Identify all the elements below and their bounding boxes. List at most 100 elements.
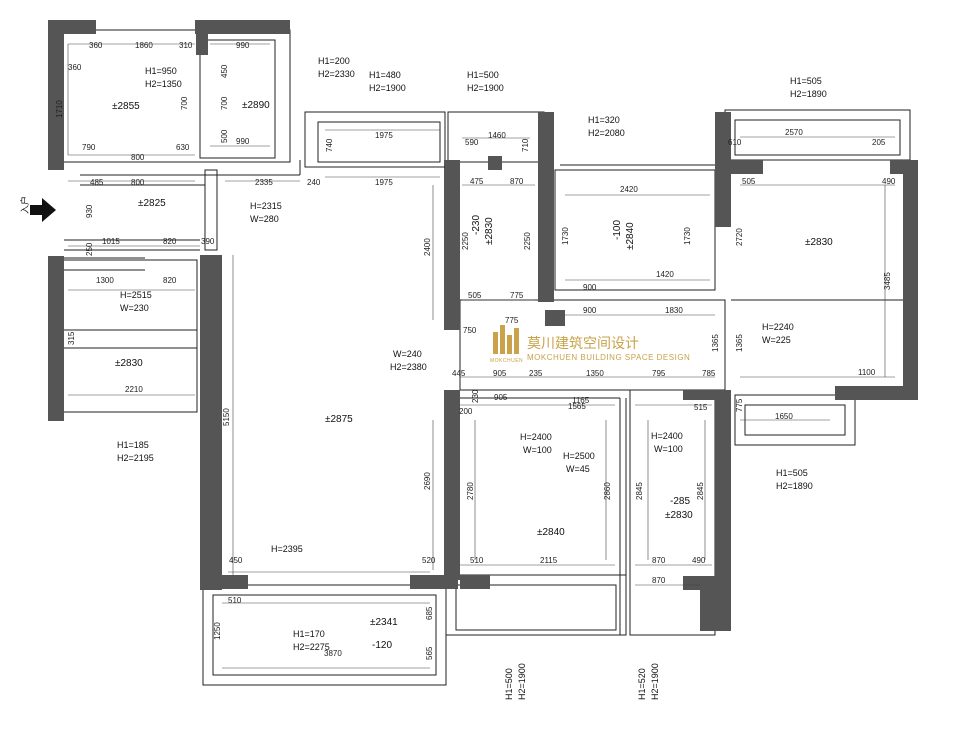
dim-205: 205 (872, 138, 886, 147)
label-w480-h2: H2=1900 (369, 83, 406, 93)
dim-710: 710 (521, 138, 530, 152)
dim-1165: 1165 (572, 396, 590, 405)
dim-775c: 775 (735, 398, 744, 412)
dim-310: 310 (179, 41, 193, 50)
dim-565: 565 (425, 646, 434, 660)
dim-2400: 2400 (423, 238, 432, 256)
dim-2720: 2720 (735, 228, 744, 246)
dim-250: 250 (85, 242, 94, 256)
dim-485: 485 (90, 178, 104, 187)
dim-2115: 2115 (540, 556, 558, 565)
dim-315: 315 (67, 331, 76, 345)
dim-445: 445 (452, 369, 466, 378)
dim-610: 610 (728, 138, 742, 147)
label-tl-h1: H1=950 (145, 66, 177, 76)
dim-1650: 1650 (775, 412, 793, 421)
dim-475: 475 (470, 177, 484, 186)
dim-1565: 1565 (568, 402, 586, 411)
watermark-logo-text: MOKCHUEN (490, 358, 523, 364)
label-w500-h2: H2=1900 (467, 83, 504, 93)
dim-1830: 1830 (665, 306, 683, 315)
label-d2400a-h: H=2400 (520, 432, 552, 442)
label-d2315-h: H=2315 (250, 201, 282, 211)
label-w500b-h1: H1=500 (504, 668, 514, 700)
dim-360b: 360 (68, 63, 82, 72)
watermark-en: MOKCHUEN BUILDING SPACE DESIGN (527, 353, 690, 362)
dim-2845b: 2845 (696, 482, 705, 500)
label-w505b-h2: H2=1890 (776, 481, 813, 491)
dim-990a: 990 (236, 41, 250, 50)
level-small-bath-minus: -285 (670, 496, 690, 507)
label-d2500-h: H=2500 (563, 451, 595, 461)
label-d2240-w: W=225 (762, 335, 791, 345)
dim-775a: 775 (510, 291, 524, 300)
level-living: ±2875 (325, 414, 353, 425)
thin-outlines (61, 29, 911, 686)
dim-450b: 450 (229, 556, 243, 565)
dim-2860: 2860 (603, 482, 612, 500)
label-d2400b-w: W=100 (654, 444, 683, 454)
dim-790: 790 (82, 143, 96, 152)
level-topleft-room: ±2855 (112, 101, 140, 112)
label-w520-h2: H2=1900 (650, 663, 660, 700)
dim-500: 500 (220, 129, 229, 143)
dim-795: 795 (652, 369, 666, 378)
dim-510a: 510 (470, 556, 484, 565)
level-bath-top: ±2830 (484, 217, 495, 245)
level-topleft-small: ±2890 (242, 100, 270, 111)
dim-1975b: 1975 (375, 178, 393, 187)
level-balcony: ±2341 (370, 617, 398, 628)
dim-2690: 2690 (423, 472, 432, 490)
label-d2400b-h: H=2400 (651, 431, 683, 441)
label-w505t-h2: H2=1890 (790, 89, 827, 99)
dim-490a: 490 (882, 177, 896, 186)
dim-1860: 1860 (135, 41, 153, 50)
dim-2335: 2335 (255, 178, 273, 187)
opening-labels: H1=950 H2=1350 H1=200 H2=2330 H1=480 H2=… (117, 56, 827, 700)
dim-700b: 700 (220, 96, 229, 110)
label-d2315-w: W=280 (250, 214, 279, 224)
dim-2210: 2210 (125, 385, 143, 394)
dim-1975a: 1975 (375, 131, 393, 140)
level-kitchen: ±2840 (625, 222, 636, 250)
label-w200-h2: H2=2330 (318, 69, 355, 79)
dim-740: 740 (325, 138, 334, 152)
dim-1420: 1420 (656, 270, 674, 279)
label-b170-h2: H2=2275 (293, 642, 330, 652)
dim-820b: 820 (163, 276, 177, 285)
entrance-marker: 入户 (19, 196, 56, 222)
dim-870c: 870 (652, 576, 666, 585)
dim-235: 235 (529, 369, 543, 378)
dim-3870: 3870 (324, 649, 342, 658)
dim-505b: 505 (742, 177, 756, 186)
dimension-lines (67, 43, 895, 669)
label-w505b-h1: H1=505 (776, 468, 808, 478)
label-d2400a-w: W=100 (523, 445, 552, 455)
dimension-text: 1860 990 990 360 310 360 1710 790 800 63… (55, 41, 896, 660)
level-left-room: ±2830 (115, 358, 143, 369)
dim-700a: 700 (180, 96, 189, 110)
label-w500-h1: H1=500 (467, 70, 499, 80)
dim-785: 785 (702, 369, 716, 378)
label-d240-h2: H2=2380 (390, 362, 427, 372)
dim-820a: 820 (163, 237, 177, 246)
dim-2250a: 2250 (461, 232, 470, 250)
dim-240: 240 (307, 178, 321, 187)
dim-490b: 490 (692, 556, 706, 565)
dim-1350: 1350 (586, 369, 604, 378)
level-bath-top-minus: -230 (471, 215, 482, 235)
level-middle-bedroom: ±2840 (537, 527, 565, 538)
dim-930: 930 (85, 204, 94, 218)
label-w320-h2: H2=2080 (588, 128, 625, 138)
label-d2515-w: W=230 (120, 303, 149, 313)
dim-230: 230 (471, 389, 480, 403)
entrance-label: 入户 (19, 196, 30, 214)
dim-1730b: 1730 (683, 227, 692, 245)
dim-1460: 1460 (488, 131, 506, 140)
dim-505a: 505 (468, 291, 482, 300)
label-d240-w: W=240 (393, 349, 422, 359)
dim-1365a: 1365 (711, 334, 720, 352)
dim-2250b: 2250 (523, 232, 532, 250)
label-w200-h1: H1=200 (318, 56, 350, 66)
